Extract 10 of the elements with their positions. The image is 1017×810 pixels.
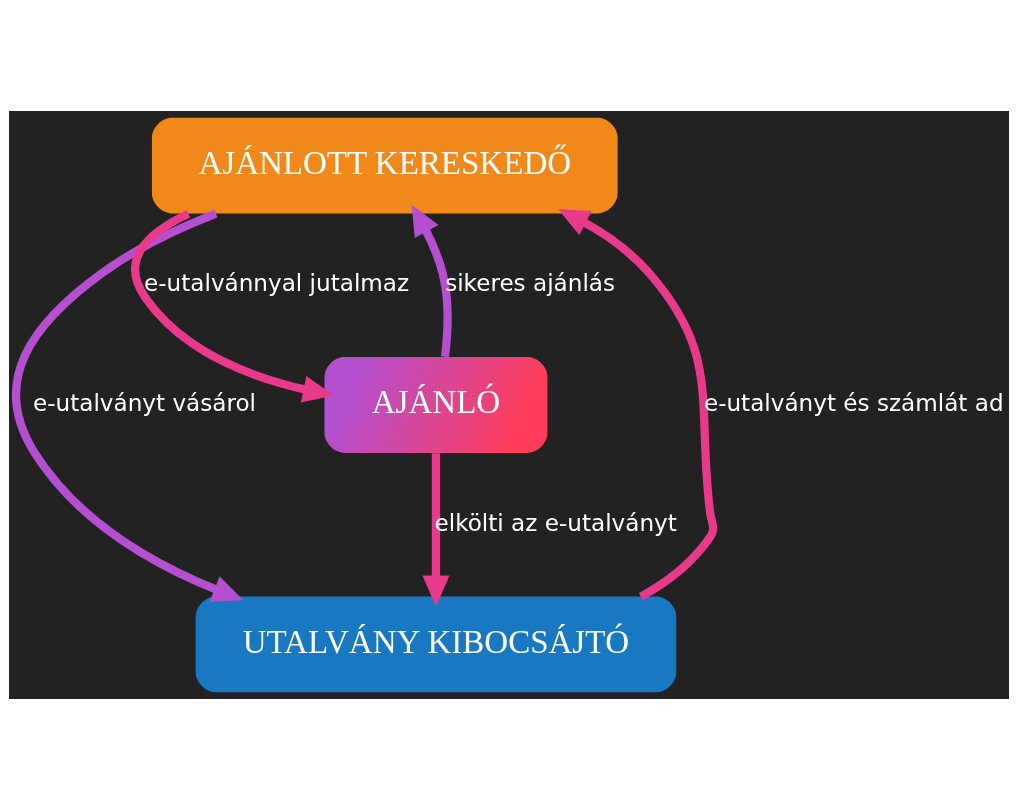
node-box: AJÁNLOTT KERESKEDŐ <box>151 117 618 214</box>
arrow <box>421 453 449 607</box>
arrow <box>411 204 452 358</box>
node-box: AJÁNLÓ <box>324 357 547 453</box>
arrow <box>557 208 717 601</box>
node-box: UTALVÁNY KIBOCSÁJTÓ <box>195 596 676 693</box>
arrow <box>130 210 334 403</box>
arrow <box>11 209 243 602</box>
edge-label: e-utalványt vásárol <box>32 390 256 417</box>
edge-label: e-utalvánnyal jutalmaz <box>143 270 409 297</box>
